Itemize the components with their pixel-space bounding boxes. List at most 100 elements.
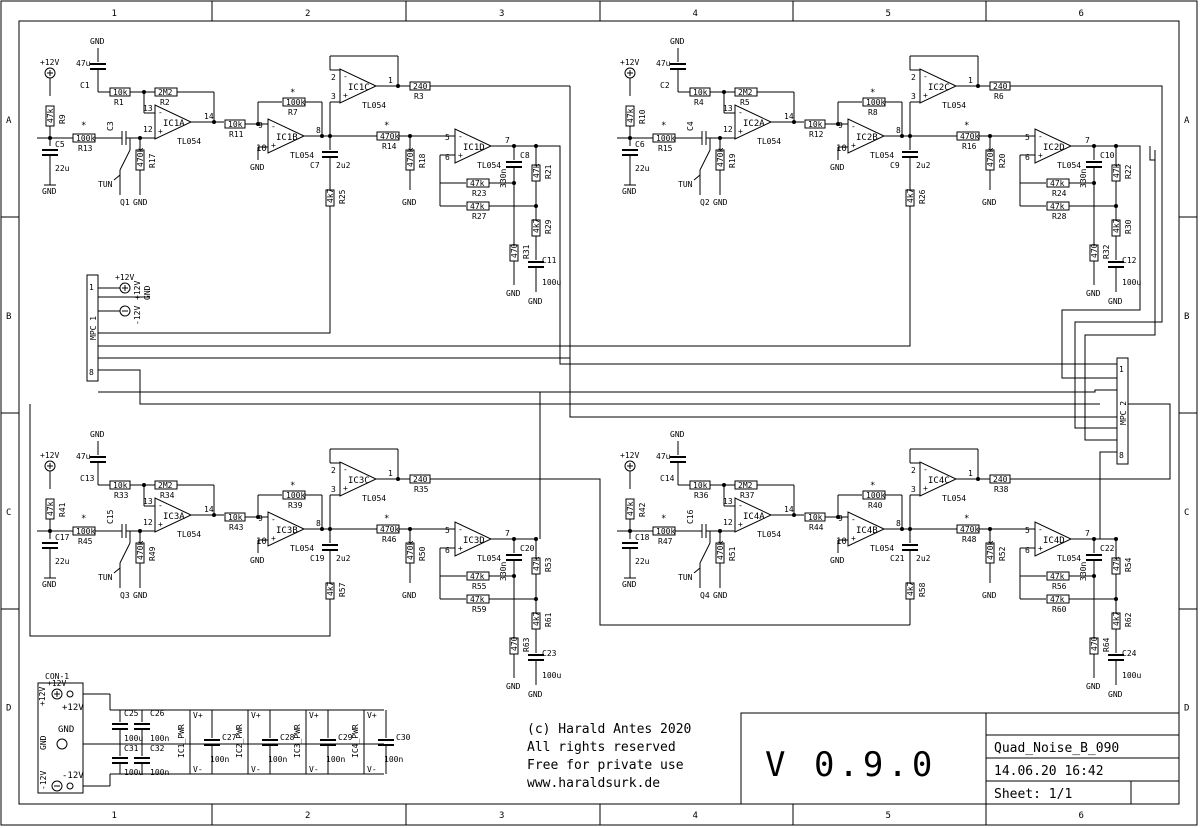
cap-ref: C21 <box>890 554 905 563</box>
opamp-ref: IC4A <box>743 512 765 522</box>
selected-marker: * <box>81 121 86 131</box>
junction-dot <box>396 477 400 481</box>
supply-label: +12V <box>40 451 59 460</box>
pin-number: 5 <box>445 133 450 142</box>
supply-label: +12V <box>47 679 66 688</box>
supply-label: -12V <box>133 306 142 325</box>
ic-power-ref: IC2_PWR <box>235 724 244 758</box>
cap-ref: C5 <box>55 140 65 149</box>
resistor-value: 10k <box>808 513 823 522</box>
terminal <box>66 690 74 698</box>
capacitor-plate <box>134 728 150 730</box>
opamp-symbol <box>154 104 193 140</box>
selected-marker: * <box>964 514 969 524</box>
cap-ref: C15 <box>106 509 115 524</box>
resistor-value: 2M2 <box>158 481 173 490</box>
wire <box>1084 146 1156 441</box>
cap-value: 100n <box>384 755 403 764</box>
pin-label: V+ <box>367 711 377 720</box>
resistor-value: 470k <box>986 148 995 167</box>
pin-number: 9 <box>258 514 263 523</box>
cap-ref: C6 <box>635 140 645 149</box>
resistor-ref: R36 <box>694 491 709 500</box>
cap-ref: C26 <box>150 709 165 718</box>
junction-dot <box>1092 181 1096 185</box>
title-block: V 0.9.0 Quad_Noise_B_090 14.06.20 16:42 … <box>740 712 1180 805</box>
capacitor-plate <box>90 461 106 463</box>
junction-dot <box>320 527 324 531</box>
resistor-ref: R62 <box>1124 612 1133 627</box>
resistor-value: 100k <box>76 527 95 536</box>
resistor-value: 47k <box>1050 572 1065 581</box>
selected-marker: * <box>870 88 875 98</box>
pin-number: 13 <box>143 497 153 506</box>
resistor-ref: R60 <box>1052 605 1067 614</box>
opamp-ref: IC3C <box>348 476 370 486</box>
ground-label: GND <box>1086 682 1101 691</box>
wire <box>693 174 701 181</box>
capacitor-plate <box>902 151 918 153</box>
cap-value: 2u2 <box>336 161 351 170</box>
opamp-symbol <box>154 497 193 533</box>
cap-ref: C9 <box>890 161 900 170</box>
ground-label: GND <box>622 187 637 196</box>
opamp-part: TL054 <box>870 544 894 553</box>
resistor-value: 47k <box>470 595 485 604</box>
resistor-value: 100k <box>76 134 95 143</box>
resistor-value: 47k <box>1050 179 1065 188</box>
transistor-ref: Q1 <box>120 198 130 207</box>
resistor-ref: R15 <box>658 144 673 153</box>
resistor-value: 470 <box>510 636 519 651</box>
wire <box>98 232 331 334</box>
capacitor-plate <box>1108 654 1124 656</box>
ground-label: GND <box>133 591 148 600</box>
resistor-value: 47k <box>1050 202 1065 211</box>
connector-pin-label: -12V <box>39 771 48 790</box>
opamp-plus: + <box>923 91 928 100</box>
opamp-symbol <box>919 461 958 497</box>
resistor-value: 470k <box>380 525 399 534</box>
transistor-ref: Q2 <box>700 198 710 207</box>
resistor-value: 2M2 <box>738 481 753 490</box>
opamp-ref: IC4C <box>928 476 950 486</box>
junction-dot <box>1092 574 1096 578</box>
cap-ref: C4 <box>686 121 695 131</box>
pin-number: 14 <box>204 112 214 121</box>
supply-label: +12V <box>620 451 639 460</box>
cap-ref: C18 <box>635 533 650 542</box>
resistor-ref: R32 <box>1102 244 1111 259</box>
selected-marker: * <box>81 514 86 524</box>
cap-value: 100u <box>1122 671 1141 680</box>
opamp-symbol <box>1034 128 1073 164</box>
cap-ref: C30 <box>396 733 411 742</box>
column-label-bottom: 1 <box>112 811 117 821</box>
wire <box>98 389 1117 393</box>
opamp-ref: IC3B <box>276 526 298 536</box>
junction-dot <box>1114 204 1118 208</box>
column-label-top: 2 <box>305 9 310 19</box>
resistor-value: 470k <box>380 132 399 141</box>
opamp-minus: - <box>1038 525 1043 534</box>
wire <box>98 232 911 347</box>
resistor-value: 47k <box>1112 556 1121 571</box>
resistor-value: 470k <box>136 148 145 167</box>
junction-dot <box>212 513 216 517</box>
cap-ref: C28 <box>280 733 295 742</box>
selected-marker: * <box>661 121 666 131</box>
resistor-value: 100k <box>866 491 885 500</box>
pin-number: 5 <box>1025 133 1030 142</box>
junction-dot <box>792 120 796 124</box>
resistor-value: 470k <box>716 541 725 560</box>
transistor-ref: Q4 <box>700 591 710 600</box>
opamp-part: TL054 <box>757 530 781 539</box>
opamp-ref: IC1A <box>163 119 185 129</box>
column-label-bottom: 6 <box>1079 811 1084 821</box>
pin-number: 3 <box>331 92 336 101</box>
cap-value: 330n <box>1079 562 1088 581</box>
column-label-bottom: 4 <box>693 811 698 821</box>
wire <box>1061 145 1141 379</box>
cap-ref: C17 <box>55 533 70 542</box>
